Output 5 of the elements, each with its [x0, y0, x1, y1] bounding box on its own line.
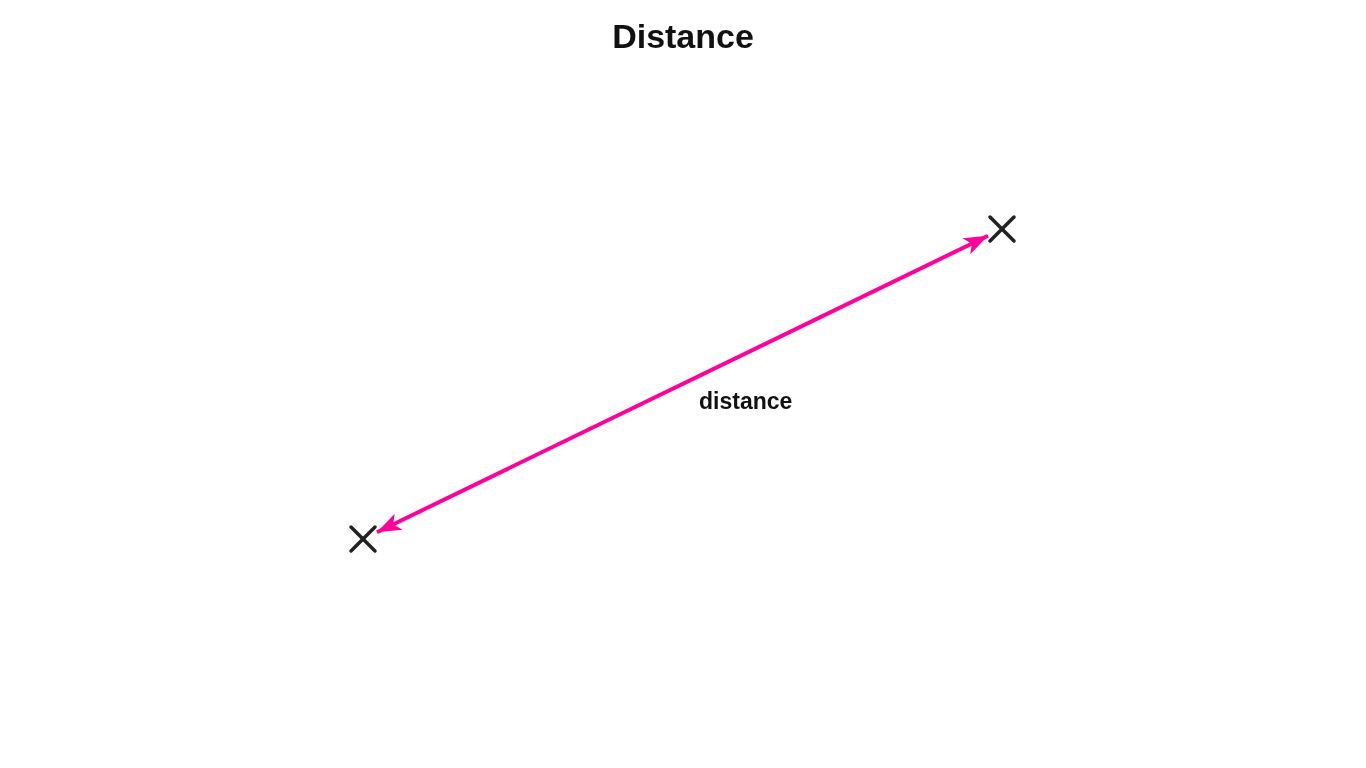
edge-label: distance — [699, 388, 793, 414]
cross-icon — [988, 215, 1016, 243]
double-headed-arrow — [376, 234, 989, 534]
cross-icon — [349, 525, 377, 553]
title: Distance — [612, 16, 754, 56]
